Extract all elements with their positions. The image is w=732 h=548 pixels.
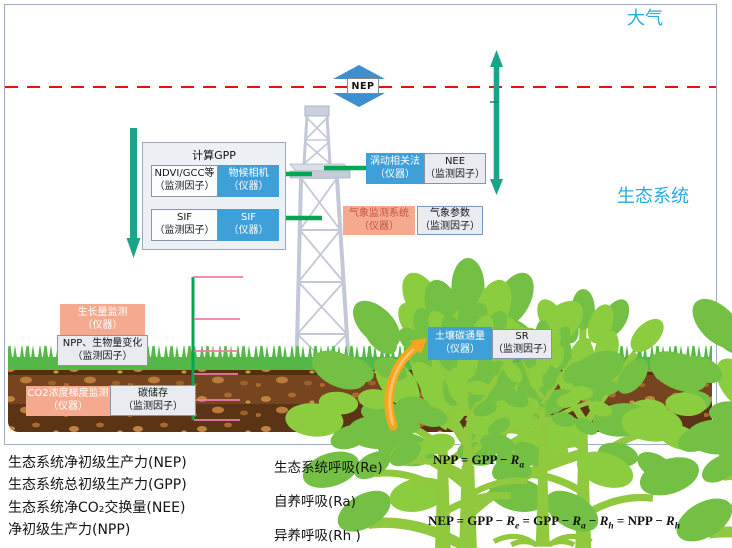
meteo-system-instrument-box: 气象监测系统 （仪器） (343, 206, 415, 235)
phenology-camera-instrument-box: 物候相机 （仪器） (218, 165, 279, 197)
legend-line: 生态系统净CO₂交换量(NEE) (8, 499, 186, 516)
sif-factor-box: SIF （监测因子） (151, 209, 218, 241)
soil-carbon-flux-instrument-box: 土壤碳通量 （仪器） (428, 327, 492, 360)
legend-respiration-terms: 生态系统呼吸(Re) 自养呼吸(Ra) 异养呼吸(Rh ) (274, 456, 383, 548)
nep-flux-label: NEP (347, 78, 379, 94)
legend-line: 自养呼吸(Ra) (274, 494, 356, 510)
legend-line: 生态系统净初级生产力(NEP) (8, 455, 187, 471)
npp-biomass-factor-box: NPP、生物量变化 （监测因子） (57, 335, 148, 366)
legend-line: 净初级生产力(NPP) (8, 522, 131, 539)
gpp-panel-title: 计算GPP (192, 149, 236, 162)
legend-production-terms: 生态系统净初级生产力(NEP) 生态系统总初级生产力(GPP) 生态系统净CO₂… (8, 452, 187, 542)
legend-line: 生态系统总初级生产力(GPP) (8, 477, 187, 494)
co2-gradient-instrument-box: CO2浓度梯度监测 （仪器） (26, 386, 110, 416)
carbon-storage-factor-box: 碳储存 （监测因子） (110, 385, 196, 416)
sif-instrument-box: SIF （仪器） (218, 209, 279, 241)
meteo-params-factor-box: 气象参数 （监测因子） (417, 206, 483, 235)
gpp-computation-panel: 计算GPP NDVI/GCC等 （监测因子） 物候相机 （仪器） SIF （监测… (142, 142, 286, 250)
formula-nep: NEP = GPP − Re = GPP − Ra − Rh = NPP − R… (428, 513, 681, 532)
formula-text: NEP = GPP − (428, 513, 507, 528)
eddy-covariance-instrument-box: 涡动相关法 （仪器） (366, 153, 424, 184)
ndvi-gcc-factor-box: NDVI/GCC等 （监测因子） (151, 165, 218, 197)
formula-npp: NPP = GPP − Ra (433, 452, 525, 471)
formula-text: NPP = GPP − (433, 452, 511, 467)
growth-monitor-instrument-box: 生长量监测 （仪器） (60, 304, 145, 335)
ecosystem-label: 生态系统 (617, 186, 689, 207)
legend-line: 生态系统呼吸(Re) (274, 460, 383, 476)
atmosphere-label: 大气 (627, 8, 663, 29)
nee-factor-box: NEE （监测因子） (424, 153, 486, 184)
sr-factor-box: SR （监测因子） (492, 329, 553, 359)
legend-line: 异养呼吸(Rh ) (274, 528, 361, 544)
